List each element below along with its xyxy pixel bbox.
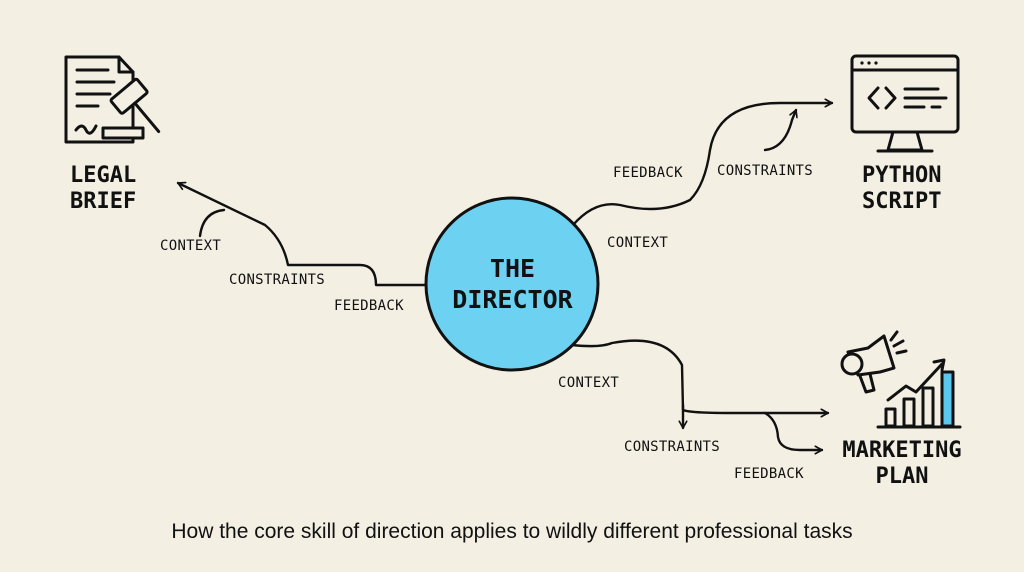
legal-context-hook — [198, 208, 226, 238]
python-context-label: CONTEXT — [607, 235, 669, 251]
python-title-line2: SCRIPT — [862, 189, 942, 214]
megaphone-growth-chart-icon — [840, 330, 962, 429]
marketing-context-label: CONTEXT — [558, 375, 620, 391]
legal-title-line1: LEGAL — [70, 163, 137, 188]
director-label-line2: DIRECTOR — [452, 285, 573, 314]
python-title-line1: PYTHON — [862, 163, 942, 188]
legal-brief-title: LEGAL BRIEF — [70, 163, 136, 215]
legal-constraints-label: CONSTRAINTS — [229, 272, 326, 288]
legal-path — [176, 183, 430, 287]
python-path — [571, 103, 834, 227]
marketing-title-line2: PLAN — [875, 464, 929, 489]
director-label-line1: THE — [489, 254, 536, 283]
legal-title-line2: BRIEF — [70, 189, 137, 214]
marketing-plan-title: MARKETING PLAN — [837, 438, 967, 490]
code-monitor-icon — [850, 54, 960, 153]
marketing-path — [570, 339, 830, 450]
python-script-title: PYTHON SCRIPT — [862, 163, 941, 215]
marketing-constraints-label: CONSTRAINTS — [624, 439, 721, 455]
marketing-feedback-branch — [763, 411, 824, 450]
python-feedback-label: FEEDBACK — [613, 165, 683, 181]
caption: How the core skill of direction applies … — [171, 520, 853, 543]
legal-feedback-label: FEEDBACK — [334, 298, 404, 314]
marketing-feedback-label: FEEDBACK — [734, 466, 804, 482]
python-constraints-hook — [763, 108, 796, 152]
legal-context-label: CONTEXT — [160, 238, 222, 254]
legal-document-gavel-icon — [64, 55, 161, 144]
director-label: THE DIRECTOR — [430, 253, 595, 315]
python-constraints-label: CONSTRAINTS — [717, 163, 814, 179]
marketing-title-line1: MARKETING — [842, 438, 962, 463]
director-circle — [424, 196, 600, 372]
